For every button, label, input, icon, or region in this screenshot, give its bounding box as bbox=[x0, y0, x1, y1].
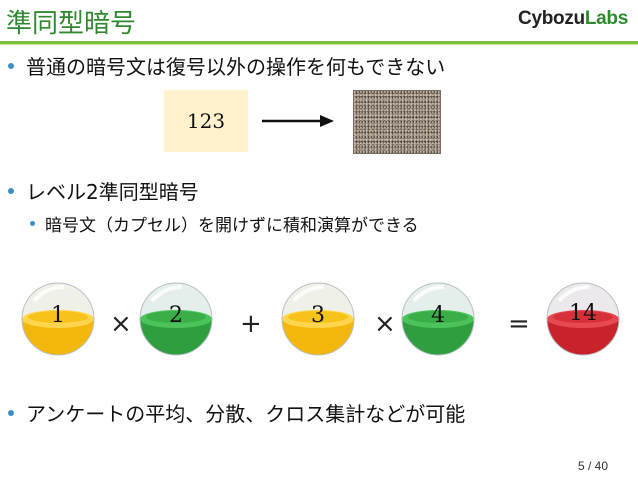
bullet-level2-he: レベル2準同型暗号 bbox=[8, 176, 199, 205]
capsule-icon bbox=[401, 282, 475, 356]
bullet-dot bbox=[8, 409, 14, 416]
bullet-dot bbox=[8, 187, 14, 194]
cybozu-labs-logo: CybozuLabs bbox=[518, 8, 628, 30]
capsule-yellow-3: 3 bbox=[280, 279, 356, 359]
capsule-icon bbox=[21, 282, 95, 356]
operator-multiply: × bbox=[110, 309, 132, 339]
capsule-green-2: 2 bbox=[138, 279, 214, 359]
capsule-icon bbox=[139, 282, 213, 356]
plaintext-box: 123 bbox=[164, 90, 248, 152]
capsule-value: 1 bbox=[51, 303, 65, 328]
title-divider bbox=[0, 41, 638, 45]
bullet-dot bbox=[30, 221, 35, 226]
title-bar: 準同型暗号 CybozuLabs bbox=[0, 0, 638, 40]
capsule-green-4: 4 bbox=[400, 279, 476, 359]
bullet-text: レベル2準同型暗号 bbox=[26, 180, 199, 204]
capsule-value: 4 bbox=[431, 303, 445, 328]
bullet-text: 普通の暗号文は復号以外の操作を何もできない bbox=[26, 55, 446, 79]
bullet-normal-ciphertext: 普通の暗号文は復号以外の操作を何もできない bbox=[8, 51, 445, 80]
page-number: 5 / 40 bbox=[577, 459, 608, 473]
bullet-dot bbox=[8, 62, 14, 69]
capsule-value: 14 bbox=[569, 301, 597, 326]
bullet-text: 暗号文（カプセル）を開けずに積和演算ができる bbox=[45, 216, 419, 236]
capsule-icon bbox=[546, 282, 620, 356]
operator-plus: + bbox=[240, 309, 262, 339]
capsule-yellow-1: 1 bbox=[20, 279, 96, 359]
slide-title: 準同型暗号 bbox=[6, 9, 137, 39]
bullet-survey-stats: アンケートの平均、分散、クロス集計などが可能 bbox=[8, 398, 465, 427]
capsule-value: 2 bbox=[169, 303, 183, 328]
capsule-red-result: 14 bbox=[545, 279, 621, 359]
bullet-text: アンケートの平均、分散、クロス集計などが可能 bbox=[26, 402, 466, 426]
operator-equals: = bbox=[508, 309, 530, 339]
logo-main: Cybozu bbox=[518, 8, 585, 29]
capsule-icon bbox=[281, 282, 355, 356]
operator-multiply: × bbox=[374, 309, 396, 339]
capsule-value: 3 bbox=[311, 303, 325, 328]
logo-labs: Labs bbox=[584, 8, 628, 29]
ciphertext-noise-image bbox=[353, 90, 441, 154]
sub-bullet-capsule: 暗号文（カプセル）を開けずに積和演算ができる bbox=[30, 211, 419, 236]
right-arrow-icon bbox=[262, 115, 334, 127]
